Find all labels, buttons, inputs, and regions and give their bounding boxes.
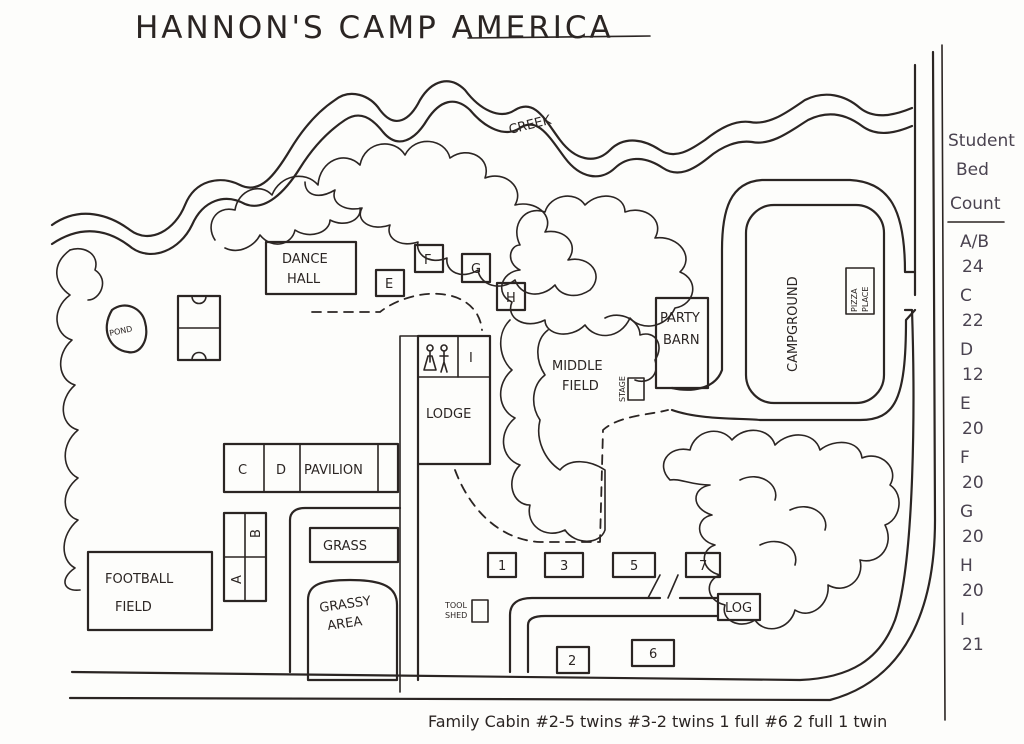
grassy-area-label-1: GRASSY bbox=[318, 594, 372, 616]
dashed-path-north bbox=[311, 292, 483, 331]
cabin-d-label: D bbox=[276, 463, 286, 478]
cabin-a-label: A bbox=[230, 575, 245, 584]
creek: CREEK bbox=[50, 80, 914, 256]
cabin-h-label: H bbox=[506, 291, 516, 306]
bed-count-cabin: E bbox=[960, 394, 971, 414]
cabin-5-label: 5 bbox=[630, 559, 638, 574]
cabins-ab: A B bbox=[222, 511, 268, 603]
dashed-path-middle bbox=[454, 409, 669, 543]
cabin-3-label: 3 bbox=[560, 559, 568, 574]
dance-hall-label-1: DANCE bbox=[282, 252, 328, 267]
small-field bbox=[176, 294, 222, 362]
stage-label: STAGE bbox=[618, 376, 627, 402]
cabin-h bbox=[495, 281, 527, 312]
tool-shed bbox=[471, 599, 489, 623]
dance-hall bbox=[264, 240, 358, 296]
cabin-3 bbox=[543, 551, 585, 579]
bed-count-value: 20 bbox=[962, 473, 984, 493]
cabin-7 bbox=[684, 551, 722, 579]
bed-count-heading-2: Bed bbox=[956, 160, 989, 180]
log-label: LOG bbox=[725, 601, 752, 616]
bed-count-value: 22 bbox=[962, 311, 984, 331]
bed-count-heading-1: Student bbox=[948, 131, 1015, 151]
cabin-g-label: G bbox=[471, 262, 481, 277]
cabin-2-label: 2 bbox=[568, 654, 576, 669]
cabin-i-label: I bbox=[469, 351, 473, 366]
middle-field-label-2: FIELD bbox=[562, 379, 599, 394]
bed-count-cabin: F bbox=[960, 448, 970, 468]
bed-count-value: 20 bbox=[962, 527, 984, 547]
pavilion-label: PAVILION bbox=[304, 463, 363, 478]
cabin-c-label: C bbox=[238, 463, 247, 478]
cabins-efgh: E F G H bbox=[374, 243, 527, 312]
campground-label: CAMPGROUND bbox=[786, 276, 801, 372]
bed-count-cabin: H bbox=[960, 556, 973, 576]
cabin-2 bbox=[555, 645, 591, 675]
pond-label: POND bbox=[109, 324, 134, 338]
campground bbox=[744, 203, 886, 405]
bed-count-value: 24 bbox=[962, 257, 984, 277]
bed-count-value: 21 bbox=[962, 635, 984, 655]
cabin-6-label: 6 bbox=[649, 647, 657, 662]
pizza-label-2: PLACE bbox=[861, 287, 870, 312]
cabin-e-label: E bbox=[385, 277, 393, 292]
bed-count-cabin: I bbox=[960, 610, 965, 630]
cabin-5 bbox=[611, 551, 657, 579]
campground-road: CAMPGROUND PIZZA PLACE bbox=[670, 178, 917, 422]
log-cabin bbox=[716, 592, 762, 622]
football-field bbox=[86, 550, 214, 632]
title-underline bbox=[467, 35, 651, 39]
cabin-1 bbox=[486, 551, 518, 579]
bed-count-value: 20 bbox=[962, 419, 984, 439]
bed-count-cabin: D bbox=[960, 340, 973, 360]
bed-count-value: 20 bbox=[962, 581, 984, 601]
football-field-label-2: FIELD bbox=[115, 600, 152, 615]
inner-road-south-2 bbox=[526, 614, 720, 674]
pizza-place bbox=[845, 267, 875, 315]
lodge-label: LODGE bbox=[426, 407, 471, 422]
grassy-area bbox=[306, 578, 399, 682]
party-barn-label-2: BARN bbox=[663, 333, 700, 348]
trees bbox=[56, 140, 900, 630]
cabin-b-label: B bbox=[249, 529, 264, 538]
cabin-7-label: 7 bbox=[699, 559, 707, 574]
middle-field-label-1: MIDDLE bbox=[552, 359, 603, 374]
bed-count-cabin: A/B bbox=[960, 232, 989, 252]
cabin-f-label: F bbox=[424, 253, 431, 268]
bed-count-legend: Student Bed Count A/B24C22D12E20F20G20H2… bbox=[947, 131, 1015, 655]
grass-label: GRASS bbox=[323, 539, 367, 554]
road-crossing bbox=[647, 574, 679, 599]
inner-road-south-1 bbox=[508, 596, 720, 674]
lodge: I LODGE bbox=[399, 334, 492, 693]
cabin-f bbox=[413, 243, 445, 274]
pond bbox=[105, 304, 148, 354]
family-cabin-note: Family Cabin #2-5 twins #3-2 twins 1 ful… bbox=[428, 712, 887, 731]
family-cabins: 1 3 5 7 2 6 bbox=[486, 551, 722, 675]
bed-count-cabin: G bbox=[960, 502, 973, 522]
bed-count-value: 12 bbox=[962, 365, 984, 385]
grass bbox=[308, 526, 400, 564]
pavilion-row: C D PAVILION bbox=[222, 442, 400, 494]
inner-road-west bbox=[288, 506, 402, 674]
football-field-label-1: FOOTBALL bbox=[105, 572, 174, 587]
map-title: HANNON'S CAMP AMERICA bbox=[135, 10, 614, 46]
bed-count-heading-3: Count bbox=[950, 194, 1001, 214]
party-barn-label-1: PARTY bbox=[660, 311, 700, 326]
cabin-e bbox=[374, 268, 406, 298]
main-road bbox=[68, 44, 946, 721]
party-barn bbox=[654, 296, 710, 390]
cabin-g bbox=[460, 252, 492, 284]
restroom-icon bbox=[423, 344, 449, 373]
cabin-6 bbox=[630, 638, 676, 668]
grassy-area-label-2: AREA bbox=[326, 614, 363, 634]
bed-count-cabin: C bbox=[960, 286, 972, 306]
cabin-1-label: 1 bbox=[498, 559, 506, 574]
tool-shed-label-2: SHED bbox=[445, 611, 467, 620]
stage bbox=[627, 377, 645, 401]
pizza-label-1: PIZZA bbox=[850, 288, 859, 312]
dance-hall-label-2: HALL bbox=[287, 272, 321, 287]
tool-shed-label-1: TOOL bbox=[444, 601, 467, 610]
